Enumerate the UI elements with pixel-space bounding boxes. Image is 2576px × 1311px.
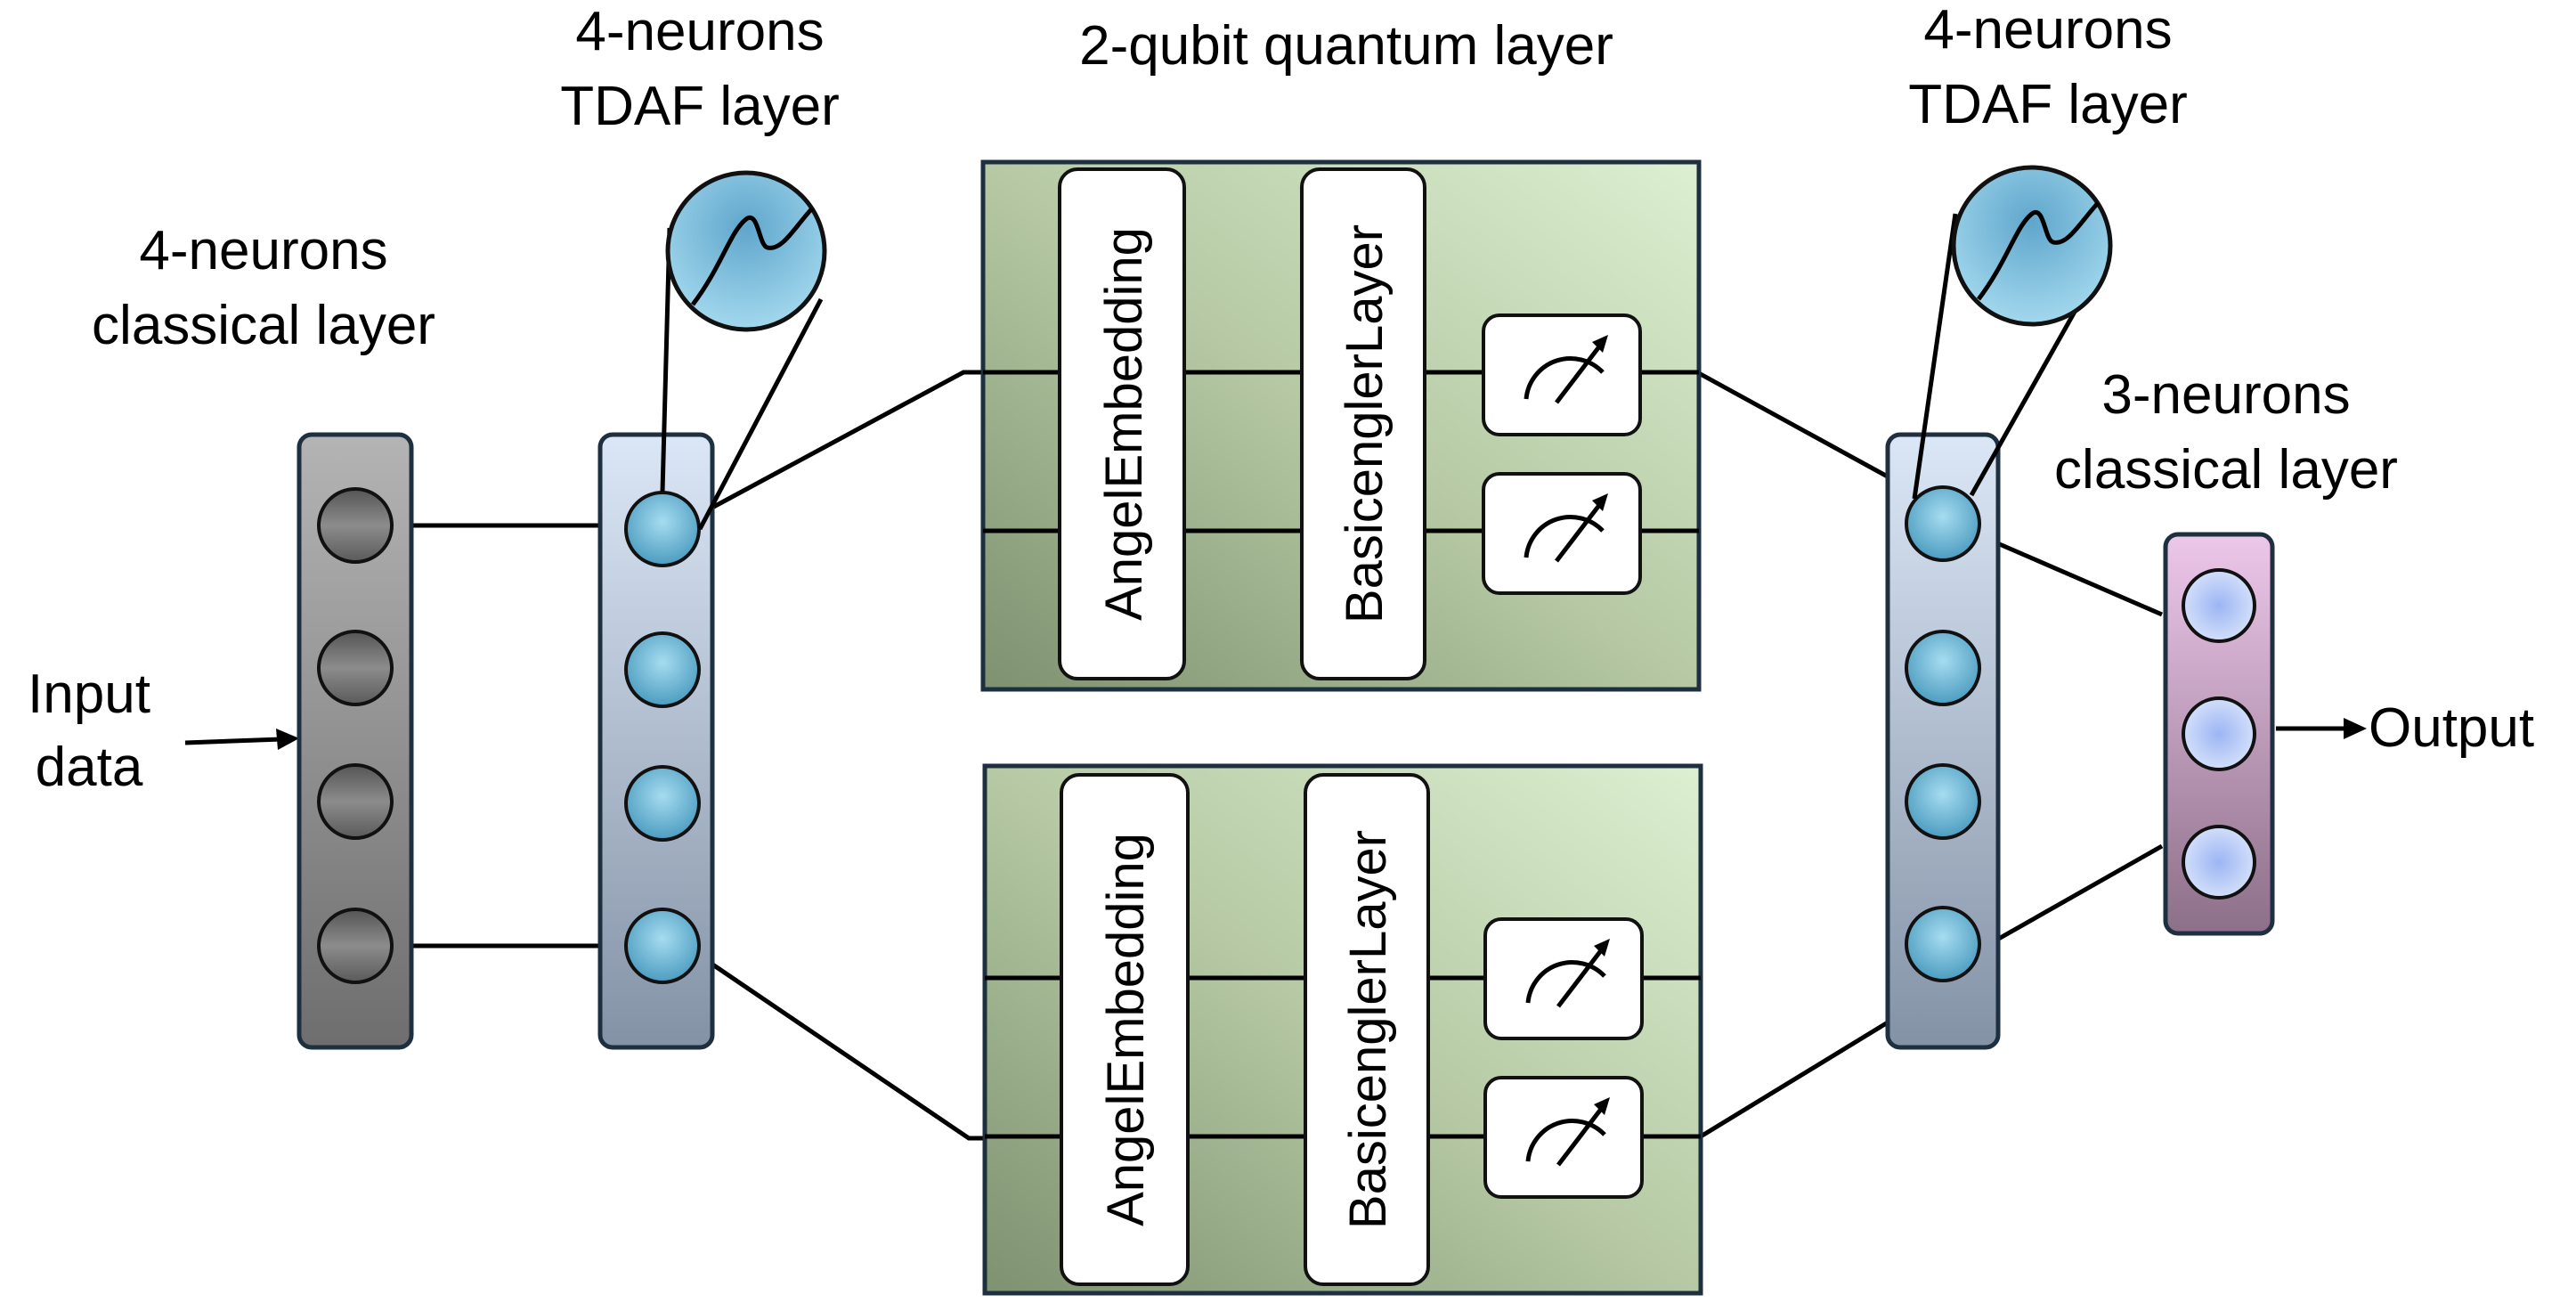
angle-embedding-label: AngelEmbedding [1097, 833, 1155, 1226]
tdaf-1-neuron [624, 908, 701, 984]
measurement-box [1483, 917, 1644, 1040]
input-arrow [184, 729, 299, 750]
activation-curve-icon [691, 207, 814, 306]
classical-layer-1 [297, 432, 414, 1050]
measurement-box [1482, 314, 1642, 436]
tdaf-2-neuron [1905, 630, 1981, 706]
angle-embedding-box [1058, 167, 1186, 680]
classical-2-neuron [2182, 696, 2256, 771]
tdaf-2-neuron [1905, 485, 1981, 562]
classical-layer-2-label-line2: classical layer [2054, 439, 2398, 501]
tdaf-layer-1-label-line2: TDAF layer [560, 76, 839, 137]
meter-icon [1525, 944, 1606, 1008]
output-arrow [2276, 718, 2367, 739]
tdaf-1-neuron [624, 631, 701, 708]
classical-1-neuron [317, 630, 394, 706]
angle-embedding-box [1060, 773, 1190, 1286]
classical-2-neuron [2182, 825, 2256, 900]
basic-entangler-box [1304, 773, 1430, 1286]
tdaf-layer-1-label: 4-neurons [575, 1, 824, 62]
basic-entangler-label: BasicenglerLayer [1339, 830, 1397, 1229]
connector-tdaf2-classical2-bottom [1987, 843, 2164, 947]
tdaf-2-activation-zoom [1912, 165, 2113, 500]
meter-icon [1524, 499, 1605, 563]
classical-layer-2 [2163, 532, 2275, 936]
tdaf-2-neuron [1905, 763, 1981, 840]
tdaf-layer-1-frame [597, 432, 715, 1050]
activation-curve-icon [1977, 201, 2100, 301]
tdaf-2-neuron [1905, 906, 1981, 982]
output-label: Output [2369, 697, 2534, 759]
tdaf-layer-1 [597, 170, 827, 1050]
meter-icon [1524, 340, 1605, 404]
classical-2-neuron [2182, 568, 2256, 643]
classical-1-neuron [317, 763, 394, 840]
basic-entangler-label: BasicenglerLayer [1336, 224, 1394, 623]
classical-layer-2-label: 3-neurons [2101, 364, 2350, 426]
tdaf-1-neuron [624, 765, 701, 842]
connector-tdaf2-classical2-top [1988, 537, 2163, 617]
classical-1-neuron [317, 487, 394, 564]
input-data-label: Input [28, 664, 150, 725]
measurement-box [1483, 1076, 1644, 1199]
basic-entangler-box [1300, 167, 1426, 680]
quantum-block-1: AngelEmbedding BasicenglerLayer [980, 159, 1702, 692]
quantum-block-2: AngelEmbedding BasicenglerLayer [982, 763, 1703, 1296]
classical-layer-1-frame [297, 432, 414, 1050]
tdaf-layer-2 [1885, 165, 2113, 1050]
angle-embedding-label: AngelEmbedding [1095, 227, 1153, 621]
measurement-box [1482, 472, 1642, 595]
classical-1-neuron [317, 908, 394, 984]
input-data-label-line2: data [36, 737, 143, 798]
tdaf-layer-2-label-line2: TDAF layer [1908, 74, 2187, 135]
meter-icon [1525, 1103, 1606, 1167]
classical-layer-1-label: 4-neurons [139, 220, 387, 281]
quantum-layer-title: 2-qubit quantum layer [1079, 15, 1613, 77]
classical-layer-1-label-line2: classical layer [92, 295, 435, 356]
tdaf-layer-2-frame [1885, 432, 2001, 1050]
tdaf-1-activation-zoom [660, 170, 827, 531]
tdaf-layer-2-label: 4-neurons [1923, 0, 2172, 61]
tdaf-1-neuron [624, 491, 701, 567]
